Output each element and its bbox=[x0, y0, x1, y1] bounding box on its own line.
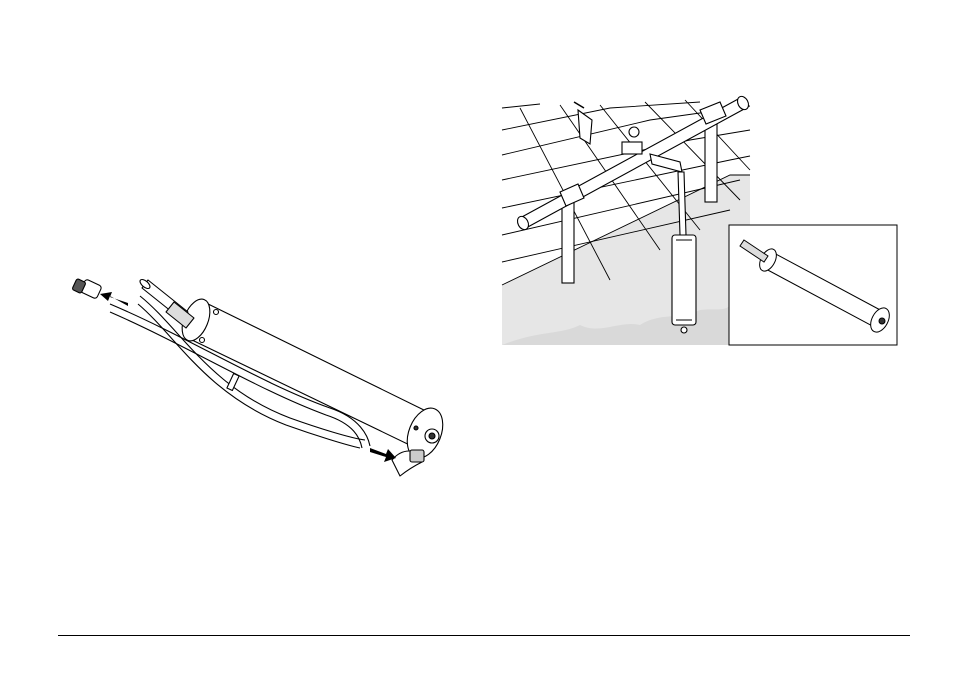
sensor-tubing-figure bbox=[70, 268, 470, 488]
sensor-mounted-on-railing-illustration bbox=[500, 80, 900, 350]
sensor-tubing-illustration bbox=[70, 268, 470, 488]
footer-divider bbox=[58, 635, 910, 636]
sensor-railing-figure bbox=[500, 80, 900, 350]
